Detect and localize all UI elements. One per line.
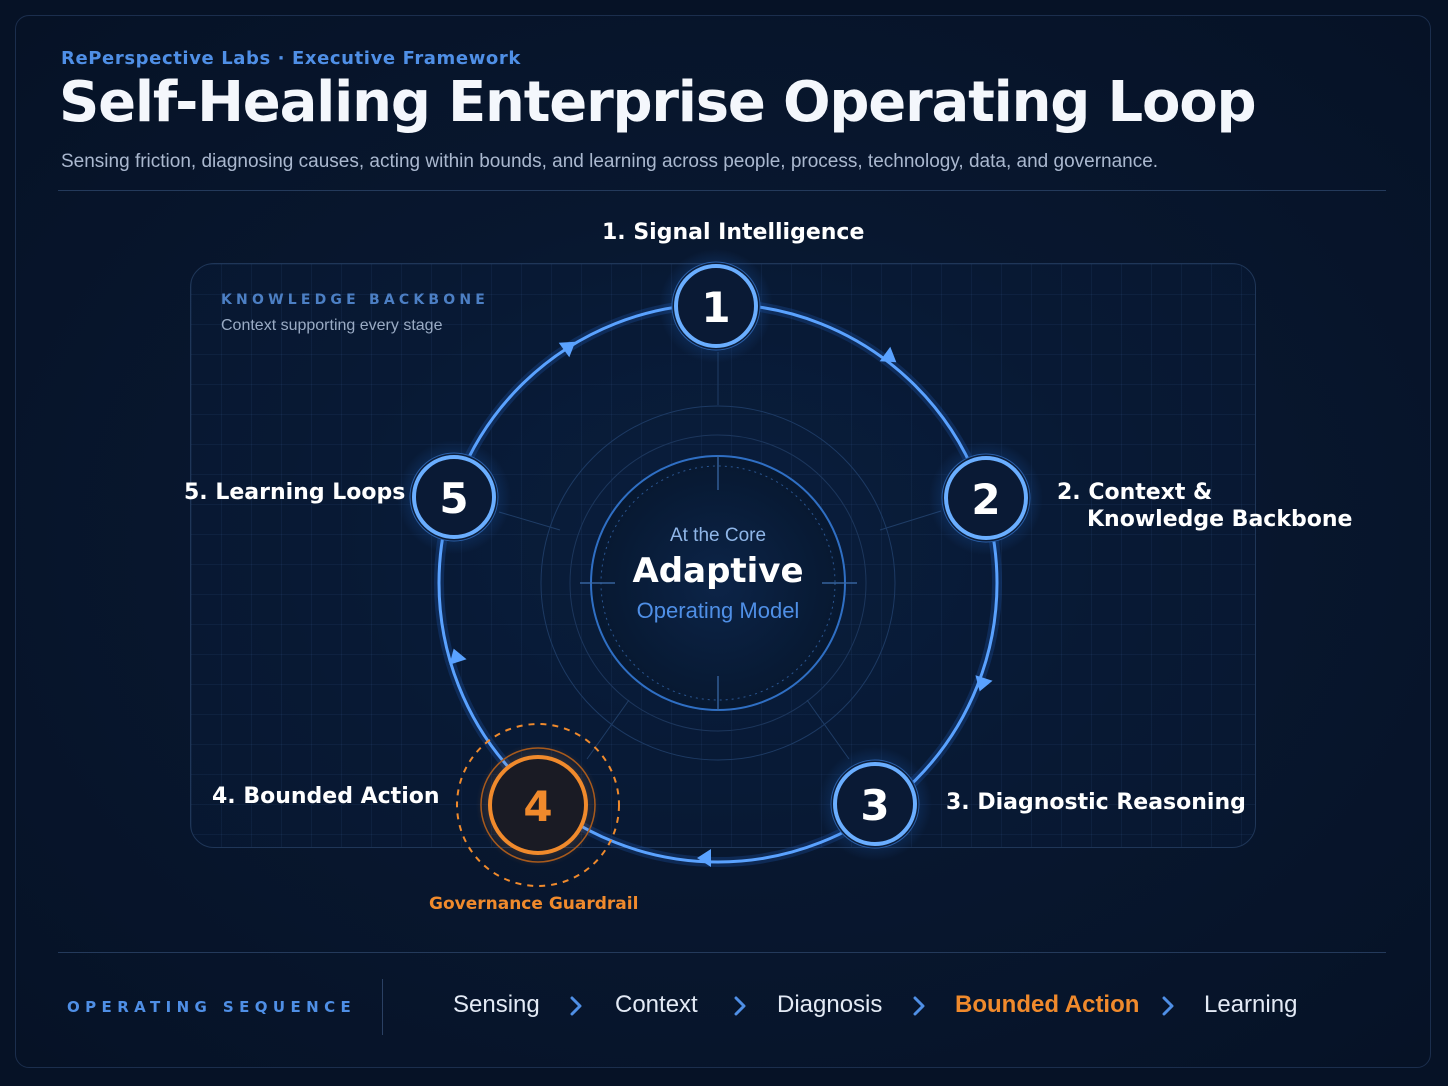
stage-label-2-line1: 2. Context & (1057, 480, 1213, 505)
stage-label-1: 1. Signal Intelligence (602, 220, 865, 245)
core-title: Adaptive (632, 551, 804, 591)
arrow-5-to-1 (558, 341, 576, 358)
sequence-step-bounded-action: Bounded Action (955, 991, 1140, 1018)
arrow-3-to-4 (697, 849, 711, 867)
chevron-right-icon (734, 996, 746, 1016)
core-crosshair (580, 455, 857, 711)
loop-flow-arrows (449, 341, 993, 867)
header-divider (58, 190, 1386, 191)
chevron-right-icon (913, 996, 925, 1016)
sequence-step-sensing: Sensing (453, 991, 540, 1018)
footer-divider (58, 952, 1386, 953)
sequence-step-learning: Learning (1204, 991, 1298, 1018)
stage-label-4: 4. Bounded Action (212, 784, 440, 809)
footer-separator (382, 979, 383, 1035)
stage-node-5: 5 (397, 440, 511, 554)
stage-number-1: 1 (701, 283, 730, 332)
brand-eyebrow: RePerspective Labs · Executive Framework (61, 48, 521, 69)
core-eyebrow: At the Core (669, 525, 767, 546)
stage-number-2: 2 (971, 475, 1000, 524)
sequence-step-diagnosis: Diagnosis (777, 991, 883, 1018)
stage-number-3: 3 (860, 781, 889, 830)
chevron-right-icon (570, 996, 582, 1016)
stage-label-5: 5. Learning Loops (184, 480, 406, 505)
operating-sequence-label: OPERATING SEQUENCE (67, 998, 357, 1016)
stage-label-3: 3. Diagnostic Reasoning (946, 790, 1246, 815)
stage-label-2-line2: Knowledge Backbone (1087, 507, 1353, 532)
sequence-step-context: Context (615, 991, 698, 1018)
core-outer-ring (540, 405, 896, 761)
stage-number-5: 5 (439, 474, 468, 523)
arrow-1-to-2 (879, 346, 897, 363)
governance-guardrail-label: Governance Guardrail (429, 894, 639, 914)
arrow-4-to-5 (449, 648, 467, 665)
stage-node-3: 3 (818, 747, 932, 861)
knowledge-backbone-label: KNOWLEDGE BACKBONE (221, 292, 490, 308)
stage-number-4: 4 (523, 782, 552, 831)
governance-guardrail-ring (456, 723, 620, 887)
arrow-2-to-3 (975, 675, 993, 692)
chevron-right-icon (1162, 996, 1174, 1016)
stage-node-4: 4 (456, 723, 620, 887)
stage-node-1: 1 (659, 249, 773, 363)
core-subtitle: Operating Model (636, 598, 800, 623)
knowledge-backbone-caption: Context supporting every stage (221, 317, 443, 334)
page-subtitle: Sensing friction, diagnosing causes, act… (61, 151, 1159, 172)
stage-node-2: 2 (929, 441, 1043, 555)
page-title: Self-Healing Enterprise Operating Loop (59, 70, 1257, 135)
core-middle-ring (569, 434, 867, 732)
